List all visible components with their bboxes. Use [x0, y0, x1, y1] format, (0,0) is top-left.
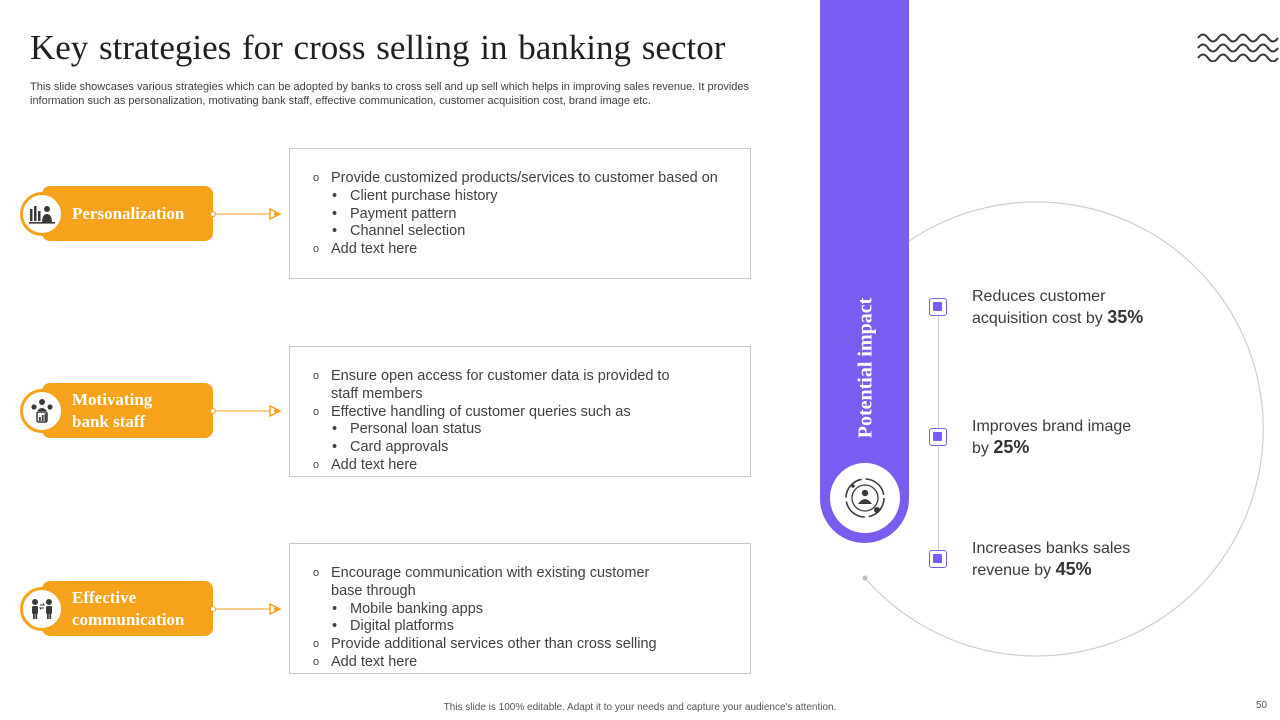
strategy-details-box: Ensure open access for customer data is …: [289, 346, 751, 477]
impact-item: Improves brand image by 25%: [972, 416, 1142, 459]
bullet-item: Ensure open access for customer data is …: [312, 368, 691, 404]
page-title: Key strategies for cross selling in bank…: [30, 28, 726, 67]
impact-value: 25%: [993, 437, 1030, 457]
bullet-item: Provide customized products/services to …: [312, 170, 740, 188]
impact-marker: [929, 428, 947, 446]
team-growth-icon: [20, 389, 64, 433]
footer-note: This slide is 100% editable. Adapt it to…: [443, 702, 837, 713]
strategy-details-box: Encourage communication with existing cu…: [289, 543, 751, 674]
strategy-pill: Effective communication: [42, 581, 213, 636]
bullet-item: Encourage communication with existing cu…: [312, 565, 676, 601]
strategy-label: Motivating bank staff: [72, 389, 153, 431]
impact-text: Increases banks sales revenue by: [972, 540, 1131, 579]
strategy-row-communication: Effective communication Encourage commun…: [0, 543, 760, 675]
bullet-item: Add text here: [312, 241, 740, 259]
people-conversation-icon: [20, 587, 64, 631]
wave-decoration-icon: [1197, 33, 1279, 62]
sub-bullet-item: Digital platforms: [312, 618, 740, 636]
impact-heading: Potential impact: [854, 297, 877, 439]
connector-arrow: [210, 208, 282, 220]
bullet-item: Add text here: [312, 654, 740, 672]
sub-bullet-item: Payment pattern: [312, 206, 740, 224]
strategy-pill: Personalization: [42, 186, 213, 241]
bullet-item: Add text here: [312, 457, 740, 475]
impact-marker: [929, 298, 947, 316]
sub-bullet-item: Mobile banking apps: [312, 601, 740, 619]
page-subtitle: This slide showcases various strategies …: [30, 81, 750, 107]
impact-item: Reduces customer acquisition cost by 35%: [972, 286, 1172, 329]
sub-bullet-item: Client purchase history: [312, 188, 740, 206]
connector-arrow: [210, 405, 282, 417]
sub-bullet-item: Card approvals: [312, 439, 740, 457]
strategy-label: Effective communication: [72, 587, 185, 629]
impact-item: Increases banks sales revenue by 45%: [972, 538, 1147, 581]
impact-value: 35%: [1107, 307, 1144, 327]
bullet-item: Effective handling of customer queries s…: [312, 404, 740, 422]
impact-text: Reduces customer acquisition cost by: [972, 288, 1106, 327]
impact-text: Improves brand image by: [972, 418, 1132, 457]
strategy-row-motivating-staff: Motivating bank staff Ensure open access…: [0, 346, 760, 478]
connector-arrow: [210, 603, 282, 615]
bullet-item: Provide additional services other than c…: [312, 636, 740, 654]
strategy-label: Personalization: [72, 203, 185, 223]
page-number: 50: [1256, 700, 1268, 711]
user-cycle-icon: [830, 463, 900, 533]
presentation-icon: [20, 192, 64, 236]
strategy-details-box: Provide customized products/services to …: [289, 148, 751, 279]
impact-value: 45%: [1055, 559, 1092, 579]
sub-bullet-item: Personal loan status: [312, 421, 740, 439]
impact-marker: [929, 550, 947, 568]
strategy-row-personalization: Personalization Provide customized produ…: [0, 148, 760, 280]
sub-bullet-item: Channel selection: [312, 223, 740, 241]
strategy-pill: Motivating bank staff: [42, 383, 213, 438]
impact-band: [820, 0, 909, 543]
